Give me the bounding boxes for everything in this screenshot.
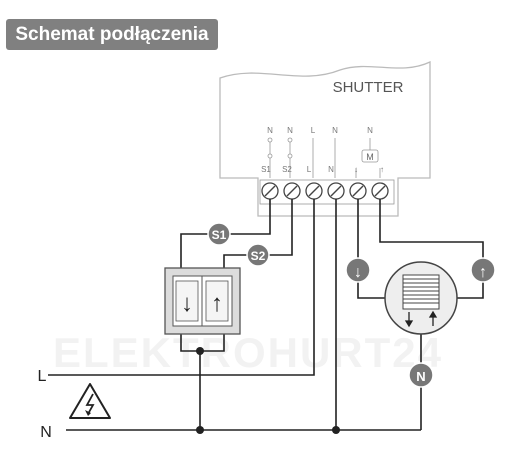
pin-top-label-4: N: [332, 126, 338, 135]
module-name: SHUTTER: [333, 79, 404, 96]
svg-text:↑: ↑: [479, 264, 487, 281]
neutral-line-label: N: [40, 424, 52, 441]
switch-down-key: [175, 280, 199, 322]
pin-label-s1: S1: [261, 165, 271, 174]
pin-label-s2: S2: [282, 165, 292, 174]
wire-label-s1: S1: [207, 222, 231, 246]
terminal-block: [259, 179, 395, 205]
junction-dots: [196, 347, 340, 434]
shutter-switch: ↓ ↑: [164, 267, 241, 335]
high-voltage-warning-icon: [69, 383, 111, 419]
pin-top-label-1: N: [267, 126, 273, 135]
pin-top-label-3: L: [311, 126, 316, 135]
live-line-label: L: [38, 368, 47, 385]
pin-label-n: N: [328, 165, 334, 174]
pin-top-label-6: N: [367, 126, 373, 135]
motor-terminal-neutral: N: [408, 362, 434, 388]
wire-label-s2: S2: [246, 243, 270, 267]
svg-text:S1: S1: [212, 228, 227, 242]
svg-text:N: N: [416, 369, 425, 384]
switch-down-arrow: ↓: [181, 290, 193, 317]
shutter-motor-icon: [384, 261, 458, 335]
switch-up-arrow: ↑: [211, 290, 223, 317]
pin-label-up: ↑: [380, 165, 384, 174]
pin-label-l: L: [307, 165, 312, 174]
switch-up-key: [205, 280, 229, 322]
motor-symbol: M: [366, 152, 374, 162]
pin-top-label-2: N: [287, 126, 293, 135]
svg-text:↓: ↓: [354, 264, 362, 281]
motor-terminal-up: ↑: [470, 257, 496, 283]
wires: [48, 199, 484, 431]
shutter-module: [219, 60, 431, 217]
pin-label-down: ↓: [354, 165, 358, 174]
watermark: ELEKTROHURT24: [53, 329, 443, 376]
motor-terminal-down: ↓: [345, 257, 371, 283]
page-title: Schemat podłączenia: [6, 19, 218, 50]
svg-text:S2: S2: [251, 249, 266, 263]
